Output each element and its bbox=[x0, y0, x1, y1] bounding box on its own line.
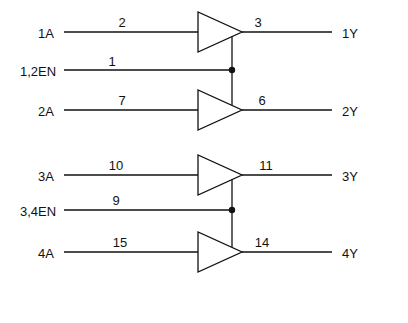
input-wire bbox=[64, 31, 198, 32]
enable-wire bbox=[231, 180, 232, 248]
pin-number: 15 bbox=[113, 236, 127, 249]
pin-number: 14 bbox=[255, 236, 269, 249]
pin-number: 7 bbox=[118, 94, 125, 107]
signal-name: 3,4EN bbox=[20, 205, 56, 218]
pin-number: 10 bbox=[109, 159, 123, 172]
enable-wire bbox=[64, 209, 232, 210]
signal-name: 2A bbox=[38, 105, 54, 118]
buffer-symbol bbox=[198, 232, 242, 272]
output-wire bbox=[242, 31, 332, 32]
pin-number: 2 bbox=[118, 16, 125, 29]
junction-dot bbox=[229, 207, 235, 213]
output-wire bbox=[242, 251, 332, 252]
buffer-symbol bbox=[198, 155, 242, 195]
pin-number: 11 bbox=[259, 159, 273, 172]
pin-number: 1 bbox=[108, 55, 115, 68]
buffer-symbol bbox=[198, 12, 242, 52]
signal-name: 4Y bbox=[342, 247, 358, 260]
buffer-symbol bbox=[198, 90, 242, 130]
signal-name: 1A bbox=[38, 27, 54, 40]
signal-name: 1,2EN bbox=[20, 65, 56, 78]
input-wire bbox=[64, 174, 198, 175]
output-wire bbox=[242, 174, 332, 175]
junction-dot bbox=[229, 67, 235, 73]
signal-name: 4A bbox=[38, 247, 54, 260]
input-wire bbox=[64, 251, 198, 252]
input-wire bbox=[64, 109, 198, 110]
pin-number: 3 bbox=[254, 16, 261, 29]
signal-name: 2Y bbox=[342, 105, 358, 118]
signal-name: 1Y bbox=[342, 27, 358, 40]
pin-number: 6 bbox=[258, 94, 265, 107]
output-wire bbox=[242, 109, 332, 110]
signal-name: 3Y bbox=[342, 170, 358, 183]
enable-wire bbox=[64, 69, 232, 70]
signal-name: 3A bbox=[38, 170, 54, 183]
pin-number: 9 bbox=[112, 194, 119, 207]
